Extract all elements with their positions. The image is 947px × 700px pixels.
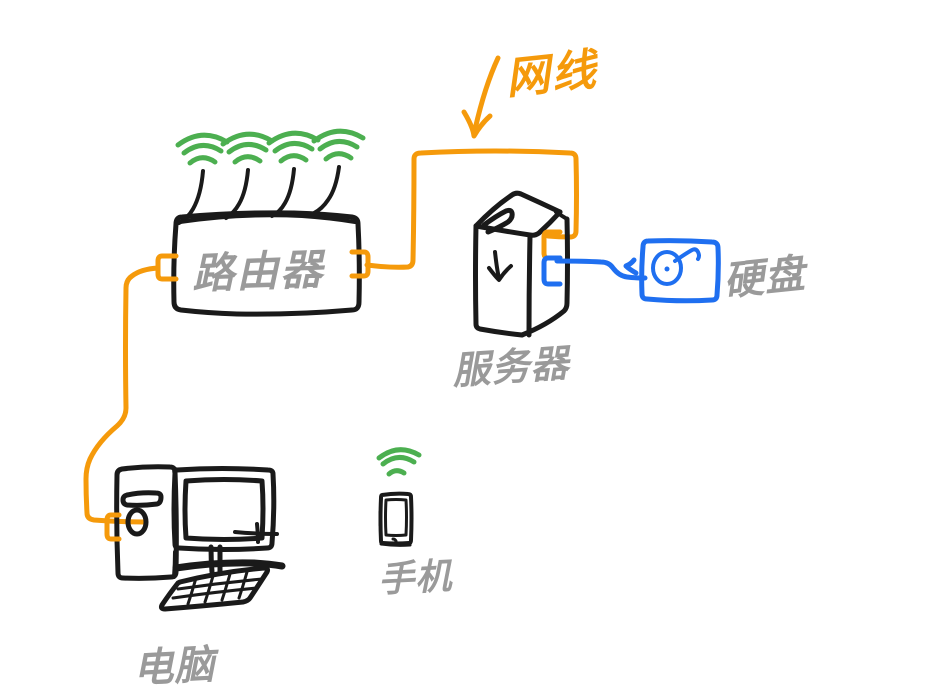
cable-router-to-computer [83, 265, 161, 525]
cable-annotation-arrow [471, 55, 501, 137]
antenna-stem-3 [270, 167, 296, 218]
computer-monitor-screen [182, 477, 266, 542]
antenna-stem-4 [312, 165, 341, 215]
harddisk-icon[interactable] [639, 238, 721, 304]
router-wifi-group [175, 128, 366, 225]
wifi-icon-4 [311, 128, 366, 162]
cable-server-to-harddisk [554, 258, 648, 281]
harddisk-spindle [664, 266, 670, 272]
computer-keyboard[interactable] [158, 565, 271, 612]
router-icon[interactable] [171, 210, 362, 317]
computer-power-button[interactable] [125, 507, 149, 537]
smartphone-home-button [391, 537, 398, 543]
wifi-icon-1 [175, 132, 230, 166]
computer-port-orange[interactable] [104, 512, 122, 542]
computer-monitor-stand [208, 544, 215, 575]
phone-wifi-icon [376, 447, 422, 477]
server-label: 服务器 [450, 342, 571, 394]
harddisk-label: 硬盘 [721, 250, 808, 305]
network-cable-label: 网线 [503, 45, 600, 104]
wifi-icon-2 [220, 131, 275, 165]
cable-harddisk-arrowhead [623, 257, 639, 276]
cable-annotation-arrowhead [461, 109, 493, 139]
server-port-blue[interactable] [541, 255, 563, 287]
cable-router-to-server [364, 148, 579, 270]
computer-label: 电脑 [132, 641, 217, 692]
computer-monitor-base [172, 559, 286, 572]
router-label: 路由器 [191, 247, 325, 299]
smartphone-icon[interactable] [378, 491, 414, 547]
computer-monitor [171, 466, 277, 552]
phone-label: 手机 [377, 556, 454, 600]
server-icon[interactable] [473, 190, 570, 338]
smartphone-screen [384, 498, 408, 537]
wifi-icon-3 [266, 130, 321, 164]
computer-tower-drive-slot [120, 490, 164, 508]
desktop-computer-icon[interactable] [114, 464, 286, 612]
